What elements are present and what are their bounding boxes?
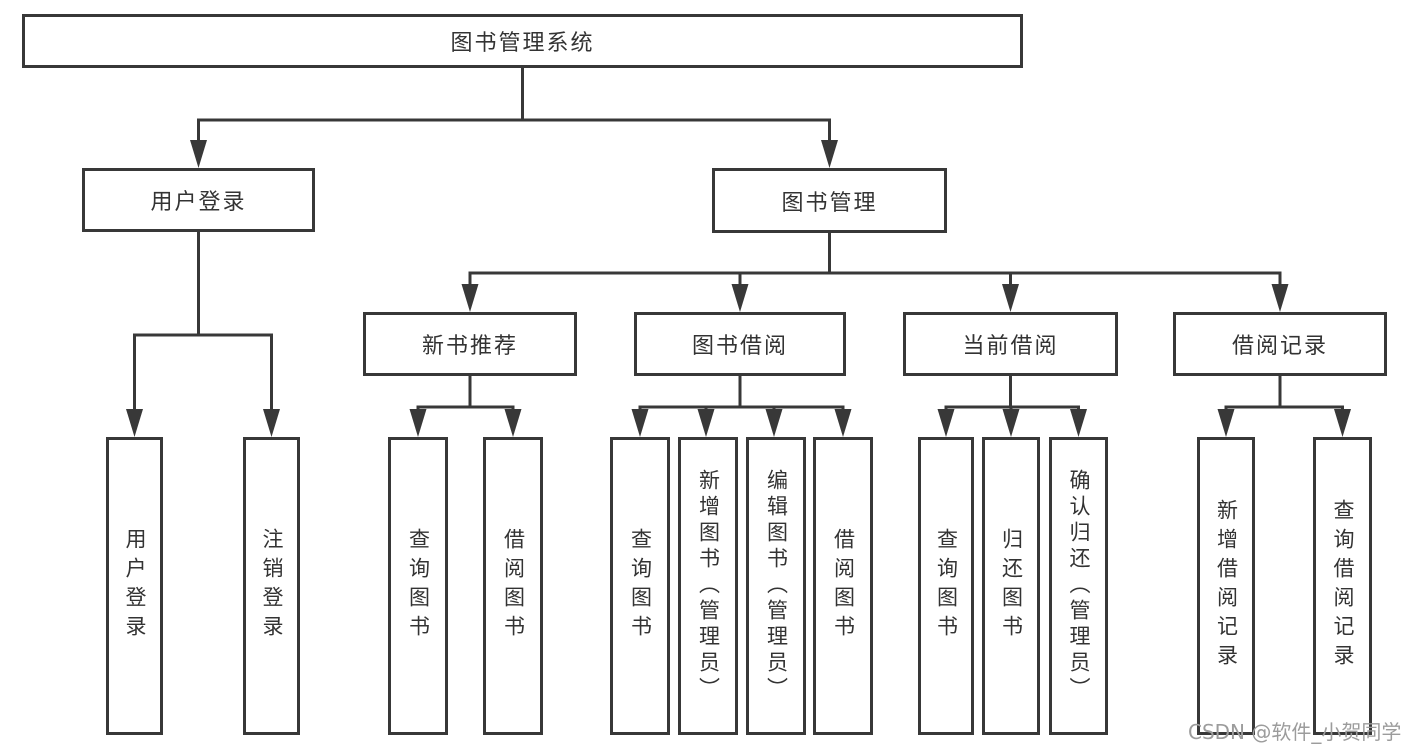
leaf-edit-book-admin: 编辑图书（管理员） <box>746 437 806 735</box>
connector-borrow-records <box>1224 374 1344 416</box>
leaf-query-books-current: 查询图书 <box>918 437 974 735</box>
leaf-query-books-recommend: 查询图书 <box>388 437 448 735</box>
leaf-logout-label: 注销登录 <box>260 528 284 644</box>
leaf-add-book-admin-label: 新增图书（管理员） <box>696 469 721 703</box>
node-user-login-group-label: 用户登录 <box>150 190 247 215</box>
node-book-management-label: 图书管理 <box>781 190 878 216</box>
node-new-book-recommend-label: 新书推荐 <box>421 334 518 359</box>
leaf-borrow-books-recommend: 借阅图书 <box>483 437 543 735</box>
connector-book-mgmt <box>468 231 1282 290</box>
leaf-return-books-label: 归还图书 <box>999 528 1024 644</box>
leaf-borrow-books: 借阅图书 <box>813 437 873 735</box>
leaf-query-books-current-label: 查询图书 <box>934 528 959 644</box>
leaf-borrow-books-label: 借阅图书 <box>831 528 856 644</box>
leaf-edit-book-admin-label: 编辑图书（管理员） <box>764 469 789 703</box>
connector-current-borrow <box>944 374 1080 416</box>
connector-root <box>197 66 831 146</box>
node-user-login-group: 用户登录 <box>82 168 315 232</box>
leaf-user-login: 用户登录 <box>106 437 163 735</box>
leaf-return-books: 归还图书 <box>982 437 1040 735</box>
node-current-borrow-label: 当前借阅 <box>962 334 1059 359</box>
arrowheads <box>126 140 1351 437</box>
leaf-add-book-admin: 新增图书（管理员） <box>678 437 738 735</box>
leaf-query-borrow-record-label: 查询借阅记录 <box>1331 499 1355 673</box>
leaf-query-borrow-record: 查询借阅记录 <box>1313 437 1372 735</box>
leaf-user-login-label: 用户登录 <box>123 528 147 644</box>
node-book-borrow-label: 图书借阅 <box>691 334 788 359</box>
leaf-query-books-borrow-label: 查询图书 <box>628 528 653 644</box>
node-new-book-recommend: 新书推荐 <box>363 312 577 376</box>
node-current-borrow: 当前借阅 <box>903 312 1118 376</box>
csdn-watermark: CSDN @软件_小贺同学 <box>1188 720 1402 744</box>
leaf-logout: 注销登录 <box>243 437 300 735</box>
node-root: 图书管理系统 <box>22 14 1023 68</box>
node-root-label: 图书管理系统 <box>450 31 595 56</box>
leaf-add-borrow-record: 新增借阅记录 <box>1197 437 1255 735</box>
leaf-confirm-return-admin-label: 确认归还（管理员） <box>1067 469 1091 703</box>
node-book-management: 图书管理 <box>712 168 947 233</box>
connector-user-login <box>133 230 273 414</box>
connector-new-book <box>416 374 515 416</box>
leaf-query-books-borrow: 查询图书 <box>610 437 670 735</box>
node-borrow-records-label: 借阅记录 <box>1231 334 1328 359</box>
leaf-confirm-return-admin: 确认归还（管理员） <box>1049 437 1108 735</box>
node-borrow-records: 借阅记录 <box>1173 312 1387 376</box>
leaf-query-books-recommend-label: 查询图书 <box>406 528 431 644</box>
connector-book-borrow <box>638 374 845 416</box>
leaf-borrow-books-recommend-label: 借阅图书 <box>501 528 526 644</box>
leaf-add-borrow-record-label: 新增借阅记录 <box>1214 499 1239 673</box>
node-book-borrow: 图书借阅 <box>634 312 846 376</box>
